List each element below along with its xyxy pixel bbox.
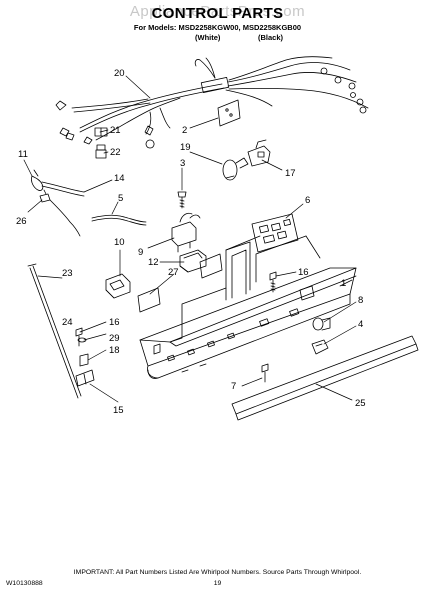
washer-29	[77, 337, 87, 343]
part-18	[79, 353, 89, 367]
rod-23	[27, 263, 82, 399]
callout-16-upper: 16	[298, 267, 309, 278]
tube-14	[41, 181, 85, 197]
trim-strip	[231, 335, 419, 421]
part-26	[39, 189, 81, 237]
variant-white-label: (White)	[195, 33, 221, 42]
callout-14: 14	[114, 173, 125, 184]
wire-5	[91, 214, 147, 226]
control-housing	[139, 235, 357, 379]
callout-11: 11	[18, 149, 28, 160]
part-12	[179, 249, 207, 273]
page-title: CONTROL PARTS	[151, 5, 284, 22]
footer-note: IMPORTANT: All Part Numbers Listed Are W…	[73, 569, 362, 576]
leader-lines	[23, 75, 357, 403]
callout-25: 25	[355, 398, 366, 409]
model-numbers: For Models: MSD2258KGW00, MSD2258KGB00	[133, 23, 302, 32]
pad-27	[137, 253, 223, 313]
callout-5: 5	[118, 193, 123, 204]
callout-15: 15	[113, 405, 124, 416]
callout-24: 24	[62, 317, 73, 328]
callout-23: 23	[62, 268, 73, 279]
callout-22: 22	[110, 147, 121, 158]
callout-12: 12	[148, 257, 159, 268]
knob-8	[312, 317, 331, 331]
callout-3: 3	[180, 158, 185, 169]
callout-20: 20	[114, 68, 125, 79]
screw-7	[261, 363, 269, 383]
callout-6: 6	[305, 195, 310, 206]
document-number: W10130888	[6, 580, 43, 587]
callout-27: 27	[168, 267, 179, 278]
page-number: 19	[213, 580, 222, 587]
control-board	[251, 213, 299, 253]
switch-9	[171, 212, 201, 253]
callout-4: 4	[358, 319, 363, 330]
callout-26: 26	[16, 216, 27, 227]
callout-numbers: 20 21 22 2 19 3 17 11 14 5 6 26 9 10 12 …	[16, 68, 366, 416]
callout-16-lower: 16	[109, 317, 120, 328]
cover-plate	[217, 99, 241, 127]
screw-24	[75, 327, 83, 347]
callout-21: 21	[110, 125, 121, 136]
bracket-15	[75, 369, 95, 387]
part-10	[105, 273, 131, 299]
clip-11	[31, 169, 44, 191]
callout-19: 19	[180, 142, 191, 153]
screw-16-upper	[269, 271, 277, 293]
callout-10: 10	[114, 237, 125, 248]
watermark: AppliancePartsPros.com	[129, 3, 306, 20]
callout-29: 29	[109, 333, 120, 344]
callout-8: 8	[358, 295, 363, 306]
connector-22	[95, 144, 107, 159]
variant-black-label: (Black)	[258, 33, 284, 42]
light-bulb	[222, 157, 249, 181]
part-4	[311, 339, 329, 355]
callout-1: 1	[341, 278, 346, 289]
lamp-socket	[247, 139, 271, 167]
callout-2: 2	[182, 125, 187, 136]
callout-7: 7	[231, 381, 236, 392]
callout-18: 18	[109, 345, 120, 356]
wire-harness	[55, 56, 369, 149]
callout-9: 9	[138, 247, 143, 258]
callout-17: 17	[285, 168, 296, 179]
screw-3	[177, 191, 187, 209]
